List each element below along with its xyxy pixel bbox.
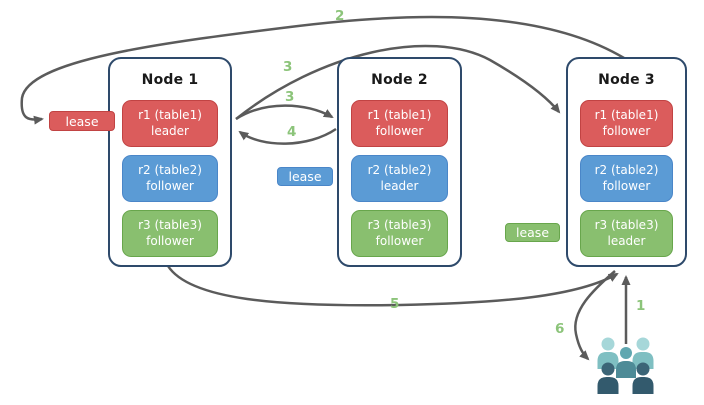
node-1-title: Node 1 [141,71,199,88]
node-3-replica-r1: r1 (table1) follower [580,100,673,147]
replica-role: follower [602,123,651,138]
step-label-5: 5 [390,296,400,312]
replica-role: leader [150,123,189,138]
step-label-6: 6 [555,321,565,337]
node-2-replica-r1: r1 (table1) follower [351,100,448,147]
lease-tag-r3: lease [505,223,560,242]
replica-role: follower [375,123,424,138]
step-label-4: 4 [287,124,297,140]
replica-name: r3 (table3) [594,217,659,232]
replica-role: leader [380,178,419,193]
replica-name: r2 (table2) [367,162,432,177]
replica-name: r2 (table2) [138,162,202,177]
node-2-replica-r2: r2 (table2) leader [351,155,448,202]
arrow-step3-to-node3 [235,44,561,120]
replica-role: follower [375,233,424,248]
users-icon [597,337,654,394]
step-label-1: 1 [636,298,646,314]
arrow-step6 [574,270,616,361]
replica-name: r1 (table1) [138,107,202,122]
arrow-step2 [20,15,625,125]
arrow-step5 [166,265,619,307]
node-1-replica-r2: r2 (table2) follower [122,155,218,202]
node-2: Node 2 r1 (table1) follower r2 (table2) … [337,57,462,267]
node-1-replica-r3: r3 (table3) follower [122,210,218,257]
lease-tag-r1: lease [49,111,115,131]
replica-role: follower [146,233,194,248]
node-2-title: Node 2 [371,71,428,88]
replica-role: follower [602,178,651,193]
step-label-3a: 3 [283,59,293,75]
arrow-step4 [238,127,337,145]
step-label-2: 2 [335,8,345,24]
lease-tag-r2: lease [277,167,333,186]
node-3-replica-r3: r3 (table3) leader [580,210,673,257]
node-3-replica-r2: r2 (table2) follower [580,155,673,202]
replica-name: r3 (table3) [367,217,432,232]
node-1: Node 1 r1 (table1) leader r2 (table2) fo… [108,57,232,267]
replica-name: r1 (table1) [594,107,659,122]
replica-role: follower [146,178,194,193]
replica-name: r1 (table1) [367,107,432,122]
node-1-replica-r1: r1 (table1) leader [122,100,218,147]
node-3-title: Node 3 [598,71,655,88]
replica-role: leader [607,233,646,248]
replica-name: r3 (table3) [138,217,202,232]
replica-name: r2 (table2) [594,162,659,177]
arrow-step3-to-node2 [235,104,334,121]
node-2-replica-r3: r3 (table3) follower [351,210,448,257]
node-3: Node 3 r1 (table1) follower r2 (table2) … [566,57,687,267]
step-label-3b: 3 [285,89,295,105]
